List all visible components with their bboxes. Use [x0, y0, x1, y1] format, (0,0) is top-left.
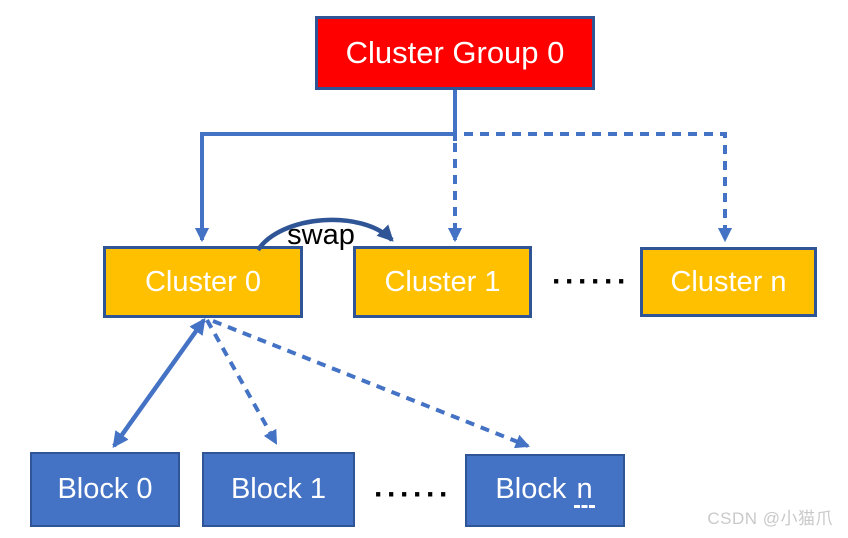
cluster-0-label: Cluster 0 — [144, 265, 262, 298]
block-row-ellipsis: ······ — [374, 478, 452, 511]
node-cluster-1: Cluster 1 — [353, 246, 532, 318]
block-n-label-prefix: Block — [495, 472, 567, 505]
node-block-0: Block 0 — [30, 452, 180, 527]
node-cluster-n: Cluster n — [640, 247, 817, 317]
block-1-label: Block 1 — [230, 473, 327, 505]
cluster-group-0-label: Cluster Group 0 — [345, 35, 565, 70]
edge-cluster0-block0 — [112, 318, 206, 448]
edge-cluster0-block1 — [205, 319, 278, 445]
cluster-n-label: Cluster n — [670, 265, 787, 298]
block-n-label-suffix: n — [574, 473, 595, 509]
swap-label: swap — [287, 219, 355, 251]
node-cluster-0: Cluster 0 — [103, 246, 303, 318]
edge-group-to-clustern — [464, 132, 733, 243]
block-0-label: Block 0 — [57, 473, 153, 505]
edge-cluster0-blockn — [212, 319, 531, 449]
edge-group-to-cluster0 — [194, 90, 457, 243]
watermark: CSDN @小猫爪 — [707, 509, 833, 528]
node-block-1: Block 1 — [202, 452, 355, 527]
cluster-row-ellipsis: ······ — [552, 265, 630, 298]
node-cluster-group-0: Cluster Group 0 — [315, 16, 595, 90]
cluster-1-label: Cluster 1 — [384, 265, 501, 298]
